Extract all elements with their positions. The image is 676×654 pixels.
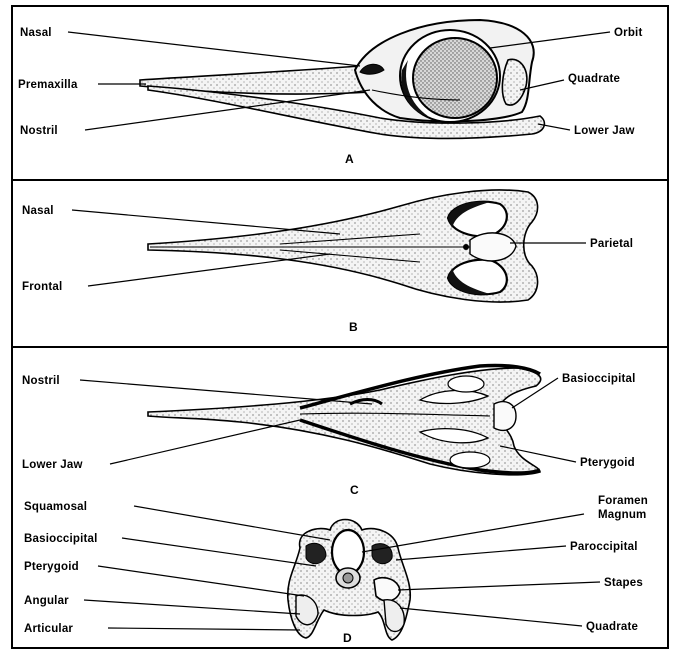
label-c-nostril: Nostril [22,375,60,387]
skull-b-parietal [470,233,516,261]
skull-a-eye [413,38,497,118]
skull-posterior-view [288,520,411,641]
label-b-parietal: Parietal [590,238,633,250]
label-d-stapes: Stapes [604,577,643,589]
label-d-pterygoid: Pterygoid [24,561,79,573]
skull-c-fossa-lower [450,452,490,468]
skull-d-left-recess [306,543,326,564]
caption-d: D [343,631,352,645]
label-d-articular: Articular [24,623,73,635]
skull-b-pineal-dot [463,244,469,250]
skull-lateral-view [140,20,544,139]
skull-dorsal-view [148,190,538,302]
skull-d-condyle [343,573,353,583]
label-a-premaxilla: Premaxilla [18,79,78,91]
label-a-nasal: Nasal [20,27,52,39]
label-d-foramen-line1: Foramen [598,495,648,507]
label-d-basioccipital: Basioccipital [24,533,98,545]
label-a-orbit: Orbit [614,27,642,39]
label-c-pterygoid: Pterygoid [580,457,635,469]
caption-a: A [345,152,354,166]
label-b-frontal: Frontal [22,281,62,293]
skull-d-right-recess [372,544,392,564]
caption-c: C [350,483,359,497]
label-a-lower-jaw: Lower Jaw [574,125,635,137]
label-d-angular: Angular [24,595,69,607]
label-a-nostril: Nostril [20,125,58,137]
label-d-foramen-line2: Magnum [598,509,646,521]
label-c-basioccipital: Basioccipital [562,373,636,385]
label-b-nasal: Nasal [22,205,54,217]
label-a-quadrate: Quadrate [568,73,620,85]
label-c-lower-jaw: Lower Jaw [22,459,83,471]
label-d-paroccipital: Paroccipital [570,541,638,553]
caption-b: B [349,320,358,334]
label-d-quadrate: Quadrate [586,621,638,633]
skull-palatal-view [148,365,541,474]
skull-c-basioccipital [494,402,516,431]
label-d-squamosal: Squamosal [24,501,87,513]
skull-c-fossa-upper [448,376,484,392]
